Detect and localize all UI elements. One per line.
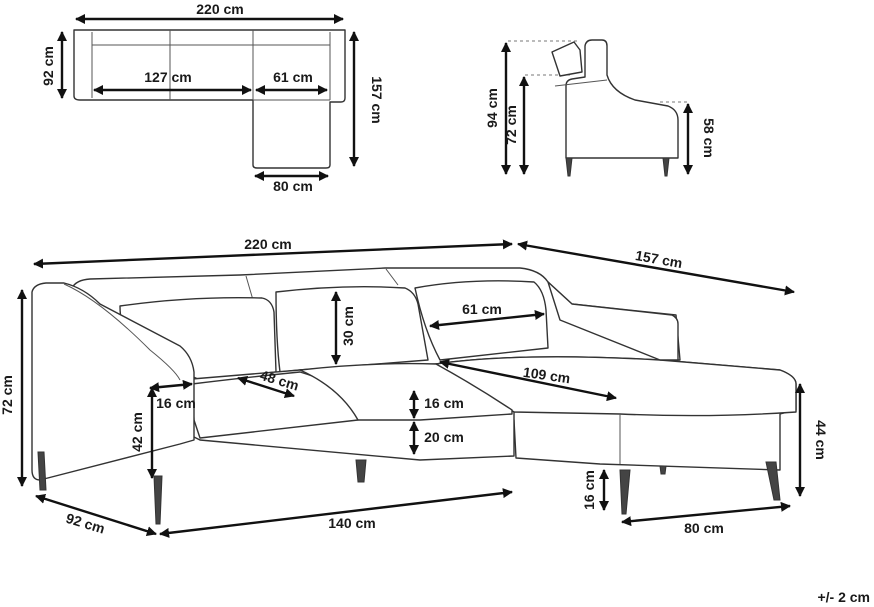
top-depth-label: 92 cm (40, 46, 56, 86)
persp-chaise-width-dimension (620, 501, 792, 527)
persp-seat-height-label: 42 cm (129, 412, 145, 452)
leg-chaise-rear (659, 465, 667, 475)
persp-chaise-length-dimension (517, 240, 795, 296)
perspective-view: 220 cm 157 cm 72 cm 30 cm 61 cm 48 cm 10… (0, 236, 829, 538)
side-total-height-label: 94 cm (484, 88, 500, 128)
top-chaise-width-label: 80 cm (273, 178, 313, 194)
back-cushion-middle (275, 285, 429, 373)
side-back-height-label: 72 cm (503, 105, 519, 145)
persp-arm-width-label: 16 cm (156, 395, 196, 411)
leg-front-center (355, 459, 367, 483)
side-arm-height-label: 58 cm (701, 118, 717, 158)
persp-depth-dimension (35, 493, 157, 537)
top-seat-chaise-label: 61 cm (273, 69, 313, 85)
persp-base-length-dimension (158, 488, 514, 538)
top-seat-main-label: 127 cm (144, 69, 191, 85)
side-view-back-cushion (551, 41, 583, 77)
leg-front-middle (153, 475, 163, 525)
persp-base-height-label: 20 cm (424, 429, 464, 445)
top-width-label: 220 cm (196, 1, 243, 17)
persp-leg-height-label: 16 cm (581, 470, 597, 510)
top-view: 220 cm 92 cm 127 cm 61 cm 157 cm 80 cm (40, 1, 385, 194)
persp-chaise-seat-width-dimension (428, 309, 546, 331)
side-view-seat-line (554, 79, 608, 87)
leg-chaise-front (619, 469, 631, 515)
backrest-seam-2 (385, 268, 399, 286)
persp-base-length-label: 140 cm (328, 515, 375, 531)
leg-front-left (37, 451, 47, 491)
side-view: 94 cm 72 cm 58 cm (484, 39, 717, 177)
persp-chaise-seat-depth-label: 109 cm (522, 364, 571, 386)
persp-chaise-seat-depth-dimension (439, 358, 617, 402)
persp-chaise-width-label: 80 cm (684, 520, 724, 536)
persp-cushion-thickness-label: 16 cm (424, 395, 464, 411)
persp-chaise-height-label: 44 cm (813, 420, 829, 460)
persp-chaise-seat-width-label: 61 cm (462, 301, 502, 317)
tolerance-note: +/- 2 cm (817, 589, 870, 605)
persp-back-cushion-label: 30 cm (340, 306, 356, 346)
top-view-outline (73, 29, 346, 169)
side-view-back-leg (565, 157, 573, 177)
side-view-backrest (565, 39, 679, 159)
left-arm-inner-curve (63, 283, 181, 381)
persp-width-dimension (32, 239, 514, 269)
chaise-arm (547, 281, 679, 361)
backrest-seam-1 (245, 275, 254, 301)
top-chaise-length-label: 157 cm (369, 76, 385, 123)
side-view-front-leg (662, 157, 670, 177)
persp-height-label: 72 cm (0, 375, 15, 415)
persp-seat-depth-dimension (237, 375, 295, 399)
persp-width-label: 220 cm (244, 236, 291, 252)
leg-chaise-back (765, 461, 781, 501)
persp-depth-label: 92 cm (64, 510, 107, 537)
